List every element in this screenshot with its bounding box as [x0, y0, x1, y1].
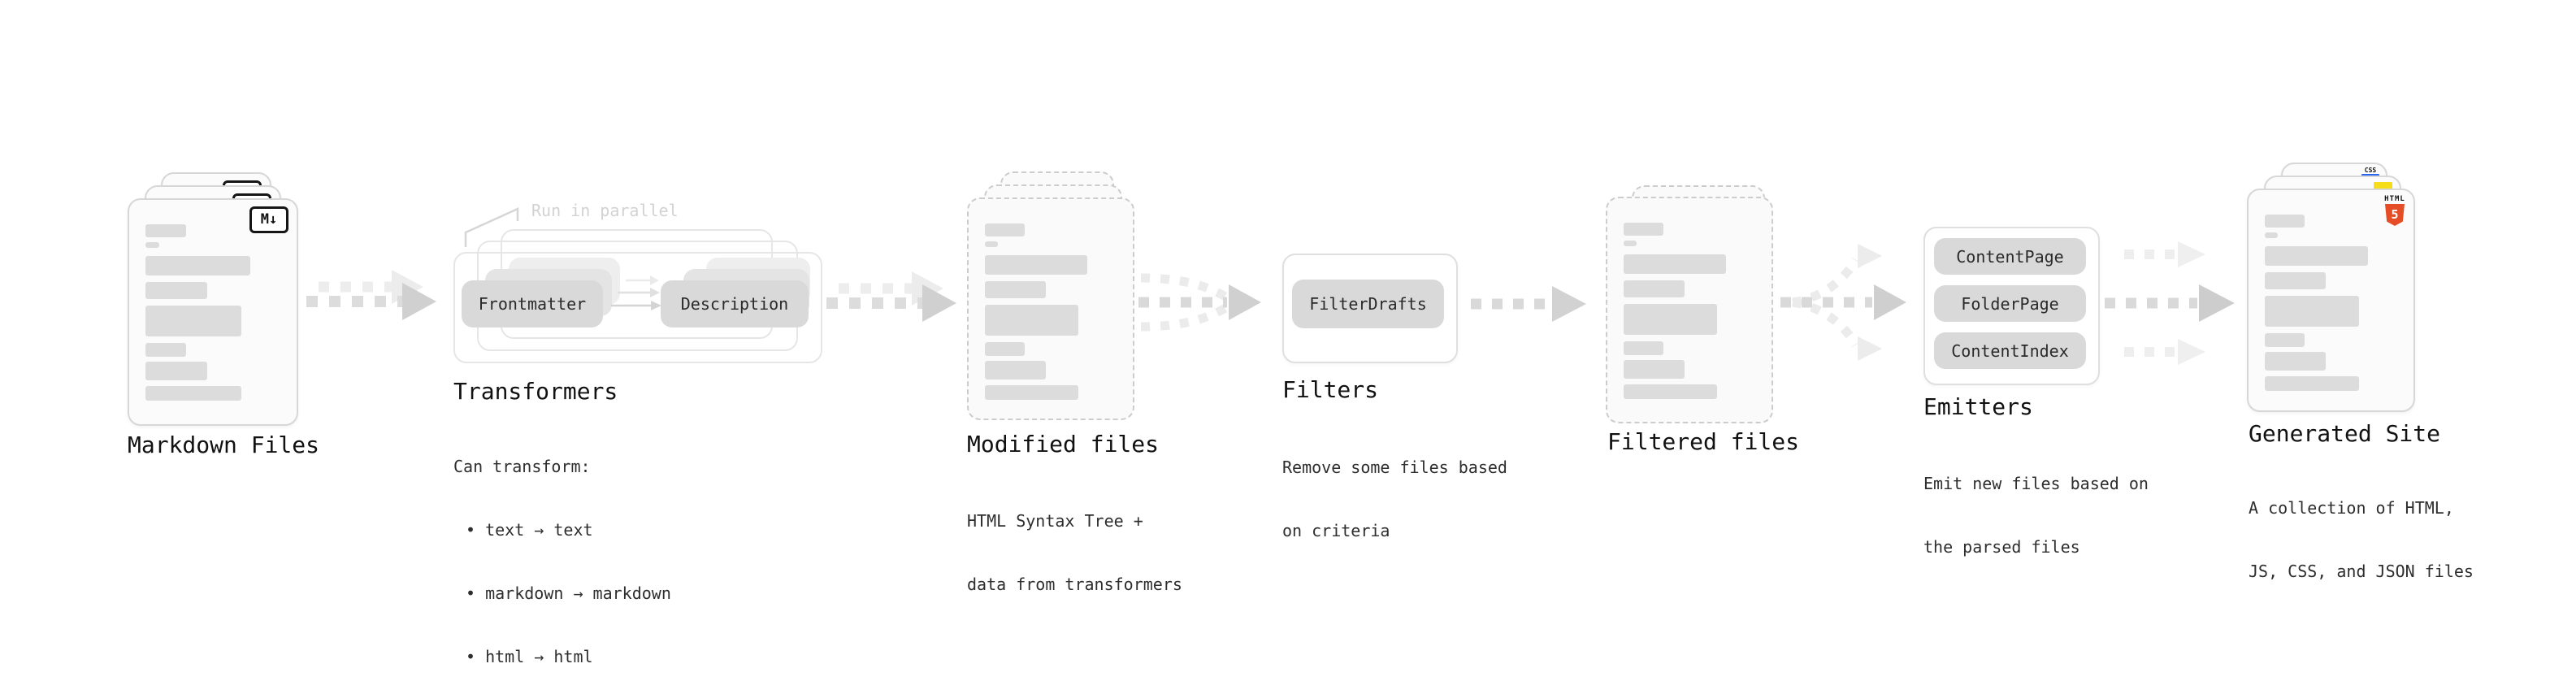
text-line-bar — [1624, 223, 1663, 236]
text-line-bar — [1624, 280, 1685, 297]
generated-site-title: Generated Site — [2249, 420, 2441, 447]
html5-badge-icon: HTML 5 — [2384, 195, 2405, 226]
doc-text-bars — [2265, 215, 2397, 397]
bullet-markdown-to-markdown: • markdown → markdown — [466, 583, 671, 603]
modified-desc-line1: HTML Syntax Tree + — [967, 511, 1143, 531]
callout-line — [464, 207, 519, 247]
emitters-desc-line1: Emit new files based on — [1923, 474, 2149, 493]
text-line-bar — [985, 385, 1079, 400]
contentpage-pill: ContentPage — [1934, 238, 2086, 275]
text-line-bar — [2265, 215, 2305, 228]
text-line-bar — [2265, 246, 2369, 266]
arrow-filtered-to-emitters — [1780, 244, 1906, 361]
text-line-bar — [985, 342, 1025, 356]
html5-shield-icon: 5 — [2385, 204, 2405, 226]
text-line-bar — [145, 362, 208, 380]
modified-doc-front — [967, 197, 1134, 420]
contentindex-pill: ContentIndex — [1934, 332, 2086, 369]
text-line-bar — [985, 255, 1088, 275]
filtered-doc-front — [1606, 197, 1773, 423]
text-line-bar — [2265, 333, 2305, 347]
description-pill: Description — [661, 280, 809, 327]
text-line-bar — [1624, 360, 1685, 379]
run-in-parallel-label: Run in parallel — [531, 201, 679, 220]
text-line-bar — [145, 256, 251, 275]
arrow-filters-to-filtered — [1471, 286, 1586, 322]
filterdrafts-pill: FilterDrafts — [1292, 280, 1444, 328]
text-line-bar — [985, 223, 1025, 236]
text-line-bar — [145, 224, 186, 237]
text-line-bar — [145, 306, 241, 336]
text-line-bar — [1624, 304, 1718, 335]
arrow-emitters-to-generated — [2105, 241, 2235, 365]
text-line-bar — [2265, 352, 2326, 371]
bullet-html-to-html: • html → html — [466, 647, 593, 666]
filtered-files-title: Filtered files — [1607, 428, 1800, 455]
emitters-desc-line2: the parsed files — [1923, 537, 2080, 557]
filters-desc-line1: Remove some files based — [1282, 458, 1507, 477]
text-line-bar — [2265, 272, 2326, 289]
text-line-bar — [1624, 384, 1718, 399]
text-line-bar — [2265, 296, 2359, 327]
transformers-description: Can transform: • text → text • markdown … — [453, 414, 671, 681]
markdown-files-title: Markdown Files — [128, 432, 320, 458]
markdown-doc-front: M↓ — [128, 198, 298, 426]
text-line-bar — [2265, 376, 2359, 391]
emitters-title: Emitters — [1923, 393, 2033, 420]
html5-badge-label: HTML — [2384, 195, 2405, 203]
doc-text-bars — [1624, 223, 1755, 409]
filters-title: Filters — [1282, 376, 1379, 403]
modified-desc-line2: data from transformers — [967, 575, 1182, 594]
modified-files-title: Modified files — [967, 431, 1160, 458]
can-transform-heading: Can transform: — [453, 457, 591, 476]
folderpage-pill: FolderPage — [1934, 285, 2086, 322]
doc-text-bars — [985, 223, 1117, 406]
arrow-markdown-to-transformers — [306, 270, 436, 320]
text-line-bar — [145, 386, 241, 401]
pill-arrows — [611, 275, 661, 310]
text-line-bar — [985, 281, 1046, 298]
bullet-text-to-text: • text → text — [466, 520, 593, 540]
text-line-bar — [2265, 232, 2279, 238]
modified-files-description: HTML Syntax Tree + data from transformer… — [967, 468, 1182, 637]
text-line-bar — [985, 305, 1079, 336]
filters-description: Remove some files based on criteria — [1282, 414, 1507, 583]
text-line-bar — [985, 361, 1046, 380]
text-line-bar — [1624, 254, 1727, 274]
frontmatter-pill: Frontmatter — [462, 280, 603, 327]
css-badge-label: CSS — [2364, 167, 2377, 174]
text-line-bar — [145, 242, 159, 248]
transformer-box-front — [453, 252, 822, 363]
text-line-bar — [145, 282, 208, 299]
text-line-bar — [145, 343, 186, 357]
emitters-description: Emit new files based on the parsed files — [1923, 431, 2149, 600]
markdown-badge-icon: M↓ — [249, 206, 288, 233]
generated-desc-line2: JS, CSS, and JSON files — [2249, 562, 2474, 581]
text-line-bar — [985, 241, 999, 247]
filters-desc-line2: on criteria — [1282, 521, 1390, 540]
text-line-bar — [1624, 241, 1637, 246]
generated-doc-html: HTML 5 — [2247, 189, 2415, 412]
text-line-bar — [1624, 341, 1663, 355]
transformers-title: Transformers — [453, 378, 618, 405]
doc-text-bars — [145, 224, 280, 411]
arrow-modified-to-filters — [1138, 273, 1261, 332]
arrow-transformers-to-modified — [826, 271, 956, 322]
generated-desc-line1: A collection of HTML, — [2249, 498, 2454, 518]
generated-site-description: A collection of HTML, JS, CSS, and JSON … — [2249, 455, 2474, 624]
